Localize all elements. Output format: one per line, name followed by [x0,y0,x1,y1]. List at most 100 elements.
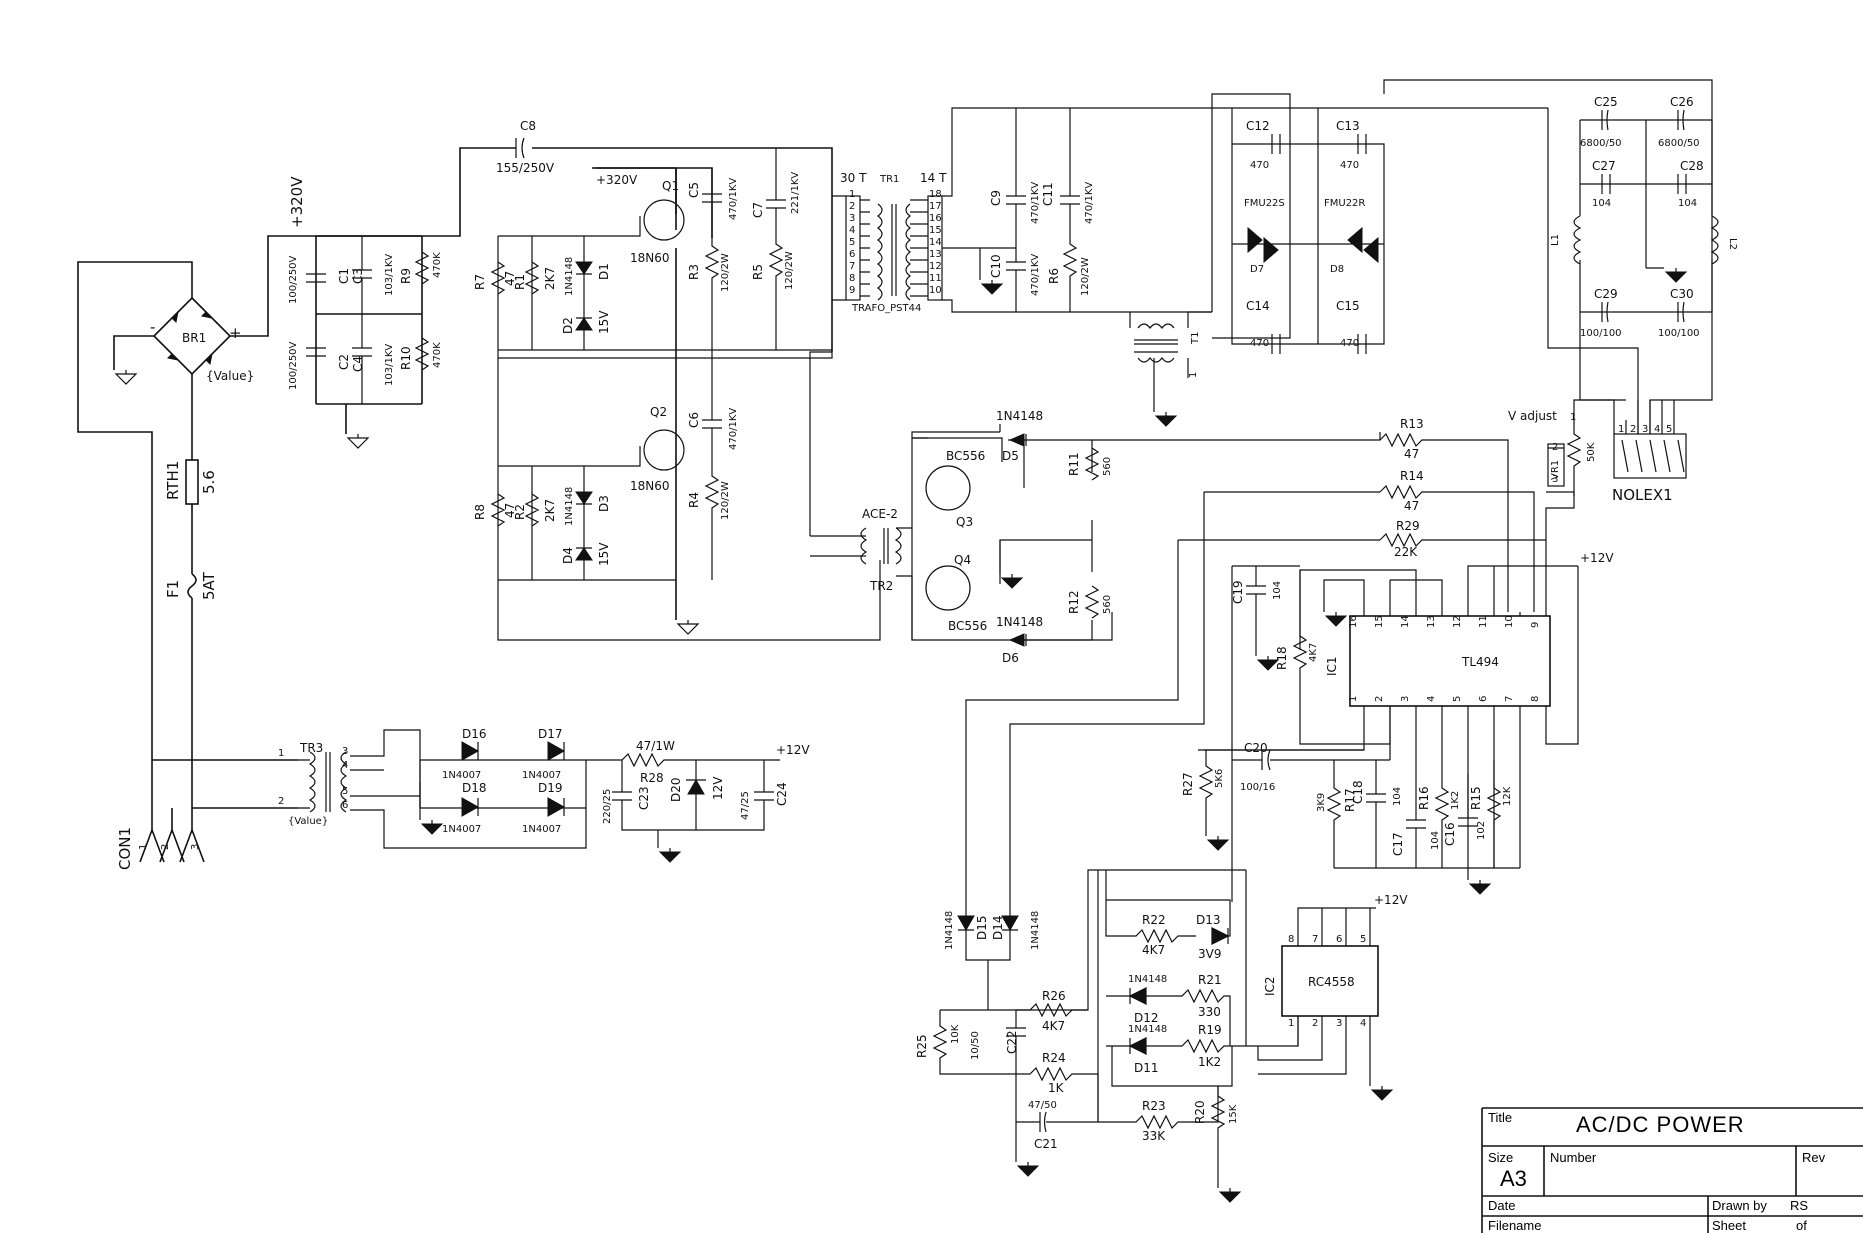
d15-ref: D15 [975,915,989,940]
d3-value: 1N4148 [564,487,575,526]
d6-value: 1N4148 [996,615,1043,629]
tr2-value: ACE-2 [862,507,898,521]
tr3-pin-1: 1 [278,748,284,759]
drawn-by-label: Drawn by [1712,1198,1767,1213]
d11-ref: D11 [1134,1061,1159,1075]
q2-ref: Q2 [650,405,667,419]
c20-ref: C20 [1244,741,1268,755]
d12-ref: D12 [1134,1011,1159,1025]
c29-value: 100/100 [1580,328,1622,339]
tr1-ref: TR1 [879,174,899,185]
r1-value: 2K7 [543,267,557,290]
c10-ref: C10 [989,254,1003,278]
ic1-pin-3: 3 [1400,696,1411,702]
ic1-pin-16: 16 [1348,615,1359,628]
d16-ref: D16 [462,727,487,741]
nolex1-pin-1: 1 [1618,424,1624,435]
c23-value: 220/25 [602,789,613,824]
r19-ref: R19 [1198,1023,1222,1037]
vr1-pin-2: 2 [1552,442,1558,453]
ic1-pin-13: 13 [1426,615,1437,628]
r9-value: 470K [432,252,443,278]
connector-con1: CON1 1 2 3 [116,760,205,870]
rth1-ref: RTH1 [164,461,182,500]
q2-value: 18N60 [630,479,670,493]
c9-value: 470/1KV [1030,182,1041,224]
d19-value: 1N4007 [522,824,561,835]
tr1-pin-8: 8 [849,273,855,284]
tr1-secondary-turns: 14 T [920,171,947,185]
ic1-pin-12: 12 [1452,615,1463,628]
title-block [1481,1107,1863,1233]
c15-ref: C15 [1336,299,1360,313]
r22-ref: R22 [1142,913,1166,927]
bulk-capacitors: +320V 100/250V C1 100/250V C2 C3 103/1KV… [288,119,833,449]
c26-ref: C26 [1670,95,1694,109]
q3-value: BC556 [946,449,985,463]
r12-value: 560 [1102,595,1113,614]
r5-ref: R5 [751,264,765,280]
c5-ref: C5 [687,182,701,198]
t1-ref: T1 [1190,332,1201,345]
d1-ref: D1 [597,263,611,280]
q1-value: 18N60 [630,251,670,265]
r17-ref: R17 [1343,788,1357,812]
l1-ref: L1 [1550,234,1561,246]
r25-ref: R25 [915,1034,929,1058]
d5-ref: D5 [1002,449,1019,463]
c3-ref: C3 [351,268,365,284]
r7-ref: R7 [473,274,487,290]
r7-value: 47 [503,271,517,286]
l2-ref: L2 [1727,238,1738,250]
br1-minus: - [150,318,155,336]
r27-value: 5K6 [1214,769,1225,788]
c23-ref: C23 [637,786,651,810]
d17-ref: D17 [538,727,563,741]
r11-ref: R11 [1067,452,1081,476]
c30-ref: C30 [1670,287,1694,301]
ic1-timing-network: R27 5K6 C20 100/16 3K9 R17 C18 104 C17 1… [1181,566,1520,902]
tr1-pin-7: 7 [849,261,855,272]
number-label: Number [1550,1150,1597,1165]
ic2-pin-4: 4 [1360,1018,1366,1029]
protection-section: 1N4148 D15 D14 1N4148 R25 10K 10/50 C22 … [915,869,1246,1177]
r14-ref: R14 [1400,469,1424,483]
c14-value: 470 [1250,338,1269,349]
c5-value: 470/1KV [728,178,739,220]
vr1-pin-1: 1 [1570,412,1576,423]
c26-value: 6800/50 [1658,138,1700,149]
r22-value: 4K7 [1142,943,1165,957]
c15-value: 470 [1340,338,1359,349]
tr1-pin-14: 14 [929,237,942,248]
c13-ref: C13 [1336,119,1360,133]
rth1-value: 5.6 [200,470,218,494]
br1-value: {Value} [206,369,254,383]
c20-value: 100/16 [1240,782,1275,793]
d18-value: 1N4007 [442,824,481,835]
mains-input: - + BR1 {Value} RTH1 5.6 F1 5AT CON1 1 2… [77,235,316,870]
r28-ref: R28 [640,771,664,785]
ic1-pin-1: 1 [1348,696,1359,702]
ic1-pin-14: 14 [1400,615,1411,628]
d3-ref: D3 [597,495,611,512]
mosfet-q2 [643,429,685,471]
d8-ref: D8 [1330,264,1344,275]
aux-supply: TR3 {Value} 1 2 3 4 5 6 D16 1N4007 D17 1… [278,727,810,863]
c25-ref: C25 [1594,95,1618,109]
ic2-rc4558: R22 4K7 D13 3V9 1N4148 D12 R21 330 1N414… [1105,870,1408,1203]
q1-ref: Q1 [662,179,679,193]
d14-value: 1N4148 [1030,911,1041,950]
r8-value: 47 [503,503,517,518]
c1-ref: C1 [337,268,351,284]
c12-value: 470 [1250,160,1269,171]
r23-ref: R23 [1142,1099,1166,1113]
plus12-main: +12V [776,743,810,757]
c8-ref: C8 [520,119,536,133]
r28-value: 47/1W [636,739,675,753]
c16-value: 102 [1476,821,1487,840]
tr1-pin-15: 15 [929,225,942,236]
d8-value: FMU22R [1324,198,1365,209]
r16-value: 1K2 [1450,791,1461,810]
